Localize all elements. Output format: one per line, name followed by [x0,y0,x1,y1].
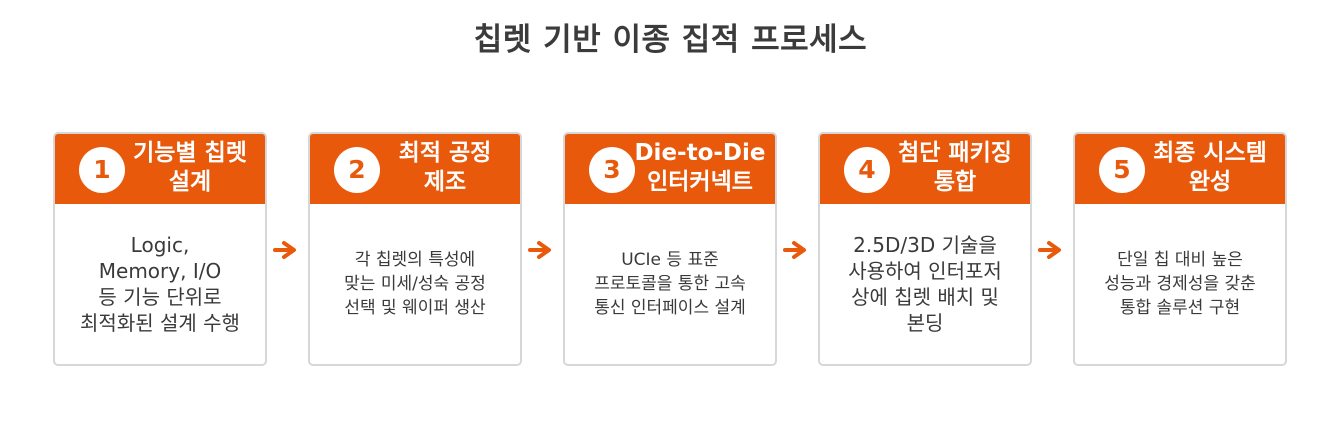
step-number-badge: 1 [79,147,125,193]
step-desc-line: 최적화된 설계 수행 [80,311,240,335]
step-desc-line: 각 칩렛의 특성에 [354,250,476,270]
step-card-4: 4 첨단 패키징 통합 2.5D/3D 기술을 사용하여 인터포저 상에 칩렛 … [818,132,1032,366]
step-title-line: 완성 [1188,169,1232,195]
step-body: 2.5D/3D 기술을 사용하여 인터포저 상에 칩렛 배치 및 본딩 [820,204,1030,364]
step-number-badge: 2 [334,147,380,193]
step-desc-line: 통합 솔루션 구현 [1119,298,1241,318]
arrow-right-icon [528,241,551,259]
step-description: UCIe 등 표준 프로토콜을 통한 고속 통신 인터페이스 설계 [594,248,746,320]
step-title: 기능별 칩렛 설계 [117,139,263,197]
step-description: 2.5D/3D 기술을 사용하여 인터포저 상에 칩렛 배치 및 본딩 [848,232,1002,336]
arrow-right-icon [1038,241,1061,259]
step-title-line: Die-to-Die [634,140,766,166]
step-desc-line: 단일 칩 대비 높은 [1117,250,1243,270]
step-card-2: 2 최적 공정 제조 각 칩렛의 특성에 맞는 미세/성숙 공정 선택 및 웨이… [308,132,522,366]
step-desc-line: Memory, I/O [98,259,222,283]
step-number-badge: 3 [589,147,635,193]
step-body: UCIe 등 표준 프로토콜을 통한 고속 통신 인터페이스 설계 [565,204,775,364]
step-title-line: 최종 시스템 [1153,140,1267,166]
step-title-line: 첨단 패키징 [898,140,1012,166]
step-desc-line: 상에 칩렛 배치 및 [851,285,999,309]
step-desc-line: Logic, [130,233,190,257]
step-description: 각 칩렛의 특성에 맞는 미세/성숙 공정 선택 및 웨이퍼 생산 [344,248,486,320]
step-card-3: 3 Die-to-Die 인터커넥트 UCIe 등 표준 프로토콜을 통한 고속… [563,132,777,366]
step-description: 단일 칩 대비 높은 성능과 경제성을 갖춘 통합 솔루션 구현 [1104,248,1256,320]
step-header: 3 Die-to-Die 인터커넥트 [565,134,775,204]
step-title-line: 설계 [168,169,212,195]
step-title-line: 인터커넥트 [647,169,753,195]
step-card-5: 5 최종 시스템 완성 단일 칩 대비 높은 성능과 경제성을 갖춘 통합 솔루… [1073,132,1287,366]
step-desc-line: 통신 인터페이스 설계 [594,298,746,318]
step-number-badge: 5 [1099,147,1145,193]
step-description: Logic, Memory, I/O 등 기능 단위로 최적화된 설계 수행 [80,232,240,336]
step-desc-line: 본딩 [906,311,944,335]
step-card-1: 1 기능별 칩렛 설계 Logic, Memory, I/O 등 기능 단위로 … [53,132,267,366]
step-header: 1 기능별 칩렛 설계 [55,134,265,204]
step-desc-line: 프로토콜을 통한 고속 [594,274,746,294]
step-title: 최종 시스템 완성 [1137,139,1283,197]
step-body: 단일 칩 대비 높은 성능과 경제성을 갖춘 통합 솔루션 구현 [1075,204,1285,364]
page-title: 칩렛 기반 이종 집적 프로세스 [473,22,868,58]
step-title-line: 제조 [423,169,467,195]
step-title: Die-to-Die 인터커넥트 [627,139,773,197]
step-title-line: 통합 [933,169,977,195]
arrow-right-icon [783,241,806,259]
arrow-right-icon [273,241,296,259]
step-desc-line: 선택 및 웨이퍼 생산 [344,298,486,318]
step-desc-line: 성능과 경제성을 갖춘 [1104,274,1256,294]
step-title: 첨단 패키징 통합 [882,139,1028,197]
step-number-badge: 4 [844,147,890,193]
step-header: 5 최종 시스템 완성 [1075,134,1285,204]
step-body: Logic, Memory, I/O 등 기능 단위로 최적화된 설계 수행 [55,204,265,364]
step-title: 최적 공정 제조 [372,139,518,197]
step-header: 4 첨단 패키징 통합 [820,134,1030,204]
step-body: 각 칩렛의 특성에 맞는 미세/성숙 공정 선택 및 웨이퍼 생산 [310,204,520,364]
step-desc-line: 맞는 미세/성숙 공정 [344,274,486,294]
step-title-line: 최적 공정 [398,140,492,166]
step-header: 2 최적 공정 제조 [310,134,520,204]
step-desc-line: 2.5D/3D 기술을 [853,233,997,257]
step-desc-line: UCIe 등 표준 [621,250,719,270]
step-title-line: 기능별 칩렛 [133,140,247,166]
step-desc-line: 사용하여 인터포저 [848,259,1002,283]
step-desc-line: 등 기능 단위로 [98,285,222,309]
